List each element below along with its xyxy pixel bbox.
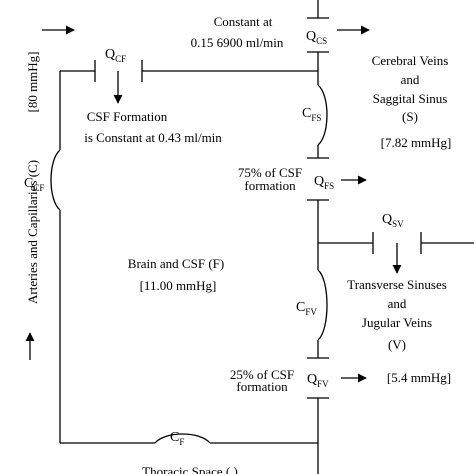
cerebral-line2: and (401, 72, 420, 87)
c-cf-label: CCF (24, 176, 44, 193)
pressure-v: [5.4 mmHg] (387, 370, 451, 385)
constant-label-line2: 0.15 6900 ml/min (191, 35, 284, 50)
q-sv-label: QSV (382, 212, 404, 229)
q-fv-label: QFV (307, 372, 329, 389)
c-f-label: CF (170, 430, 184, 447)
cerebral-line1: Cerebral Veins (372, 53, 449, 68)
transverse-line1: Transverse Sinuses (347, 277, 447, 292)
csf-formation-line2: is Constant at 0.43 ml/min (84, 130, 222, 145)
csf-formation-line1: CSF Formation (87, 109, 168, 124)
compliance-ccf (50, 149, 61, 211)
transverse-line2: and (388, 296, 407, 311)
transverse-line4: (V) (388, 337, 406, 352)
brain-line2: [11.00 mmHg] (140, 278, 217, 293)
q-cs-label: QCS (306, 29, 327, 46)
compliance-cf (154, 433, 211, 444)
thoracic-label: Thoracic Space ( ) (142, 464, 238, 474)
cerebral-line4: (S) (402, 109, 418, 124)
pressure-c: [80 mmHg] (25, 51, 40, 112)
cerebral-line3: Saggital Sinus (373, 91, 448, 106)
brain-line1: Brain and CSF (F) (128, 256, 224, 271)
q-cf-label: QCF (105, 47, 126, 64)
pct75-line1: 75% of CSF (238, 165, 302, 180)
q-fs-label: QFS (314, 174, 334, 191)
pressure-s: [7.82 mmHg] (381, 135, 452, 150)
constant-label-line1: Constant at (214, 14, 273, 29)
c-fv-label: CFV (296, 300, 317, 317)
pct25-line1: 25% of CSF (230, 367, 294, 382)
transverse-line3: Jugular Veins (362, 315, 432, 330)
arteries-label: Arteries and Capillaries (C) (25, 160, 40, 304)
compliance-cfv (317, 269, 328, 341)
pct25-line2: formation (236, 379, 288, 394)
pct75-line2: formation (244, 178, 296, 193)
compliance-cfs (317, 84, 328, 146)
c-fs-label: CFS (302, 106, 321, 123)
